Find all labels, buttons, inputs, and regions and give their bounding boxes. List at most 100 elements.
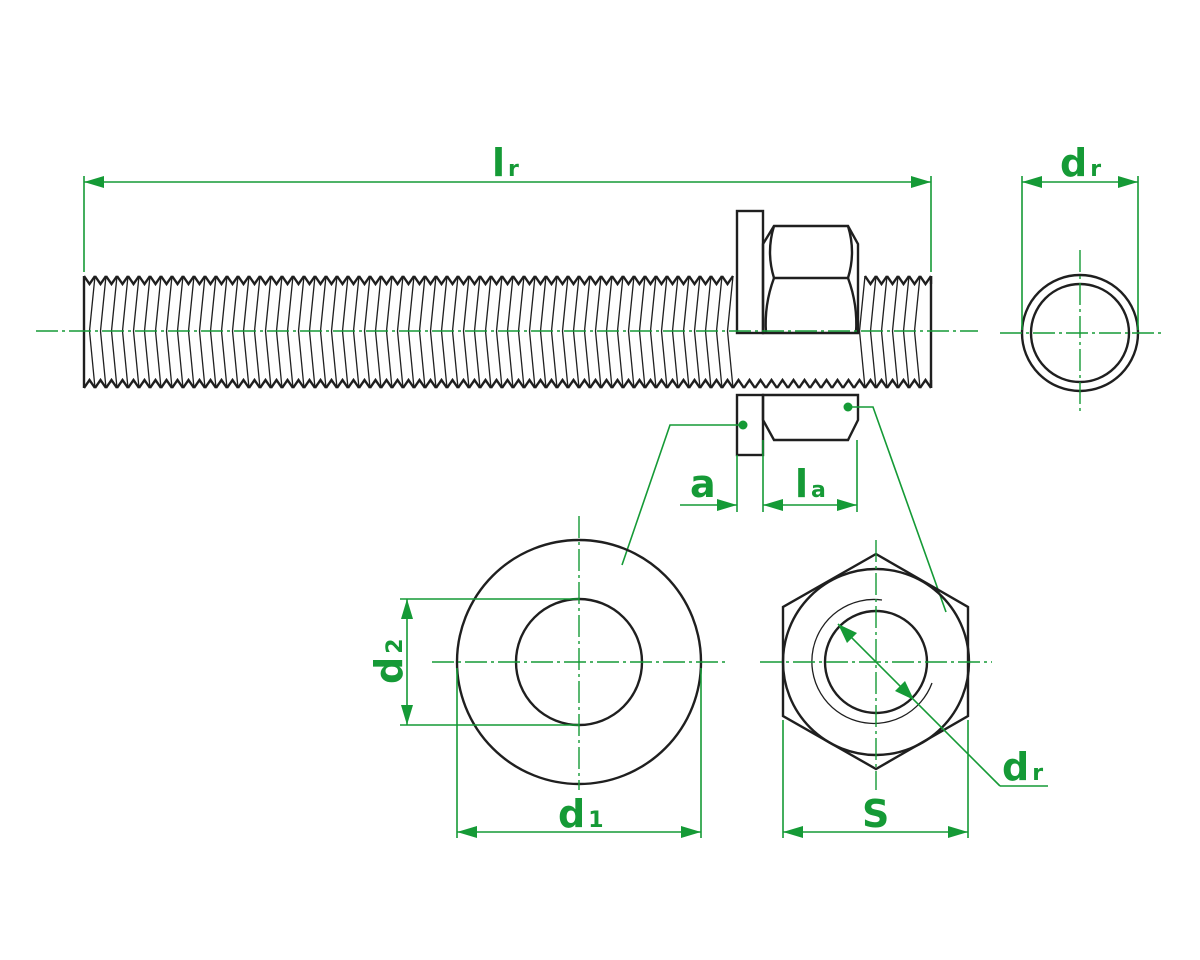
leader-lines [621, 402, 947, 613]
dr-nut-dimension-line [837, 623, 1001, 787]
thread-line [869, 330, 877, 389]
thread-line [550, 275, 558, 332]
thread-line [726, 275, 734, 332]
thread-line [352, 330, 360, 389]
thread-line [539, 330, 547, 389]
thread-line [616, 275, 624, 332]
thread-line [352, 275, 360, 332]
threaded-rod [82, 275, 933, 389]
thread-line [440, 275, 448, 332]
thread-line [902, 275, 910, 332]
thread-line [275, 330, 283, 389]
thread-line [374, 330, 382, 389]
thread-line [473, 275, 481, 332]
thread-line [649, 330, 657, 389]
thread-line [407, 275, 415, 332]
s-arrow-right-icon [948, 826, 968, 838]
lr-arrow-right-icon [911, 176, 931, 188]
nut-hexagon [781, 552, 970, 771]
lr-arrow-left-icon [84, 176, 104, 188]
thread-line [198, 275, 206, 332]
thread-line [495, 275, 503, 332]
thread-line [682, 330, 690, 389]
thread-line [231, 275, 239, 332]
rod-thread-crest-bottom [83, 377, 933, 389]
thread-line [671, 330, 679, 389]
thread-line [704, 330, 712, 389]
thread-line [660, 330, 668, 389]
thread-line [341, 330, 349, 389]
thread-line [484, 330, 492, 389]
thread-line [440, 330, 448, 389]
nut-leader [848, 406, 947, 613]
thread-line [858, 275, 866, 332]
thread-line [572, 275, 580, 332]
thread-line [451, 330, 459, 389]
thread-line [154, 330, 162, 389]
thread-line [506, 275, 514, 332]
thread-line [913, 330, 921, 389]
thread-line [880, 330, 888, 389]
nut-face-arc-left [768, 225, 776, 279]
nut-leader-dot-icon [843, 402, 853, 412]
thread-line [165, 275, 173, 332]
thread-line [539, 275, 547, 332]
thread-line [308, 330, 316, 389]
thread-line [429, 275, 437, 332]
thread-line [88, 275, 96, 332]
thread-line [220, 275, 228, 332]
thread-line [286, 275, 294, 332]
thread-line [616, 330, 624, 389]
thread-line [264, 330, 272, 389]
rod-thread-crest-top [83, 275, 933, 287]
thread-line [286, 330, 294, 389]
thread-line [154, 275, 162, 332]
thread-line [308, 275, 316, 332]
thread-line [110, 275, 118, 332]
dr-arrow-left-icon [1022, 176, 1042, 188]
d1-arrow-left-icon [457, 826, 477, 838]
washer-leader [621, 424, 743, 566]
thread-line [594, 275, 602, 332]
thread-line [88, 330, 96, 389]
thread-line [220, 330, 228, 389]
thread-line [132, 330, 140, 389]
thread-line [660, 275, 668, 332]
thread-line [693, 275, 701, 332]
thread-line [264, 275, 272, 332]
thread-line [121, 275, 129, 332]
la-arrow-right-icon [837, 499, 857, 511]
thread-line [638, 275, 646, 332]
thread-line [638, 330, 646, 389]
thread-line [704, 275, 712, 332]
washer-leader-dot-icon [738, 420, 748, 430]
thread-line [176, 275, 184, 332]
s-label: S [862, 792, 889, 836]
thread-line [385, 275, 393, 332]
thread-line [330, 275, 338, 332]
thread-line [693, 330, 701, 389]
thread-line [671, 275, 679, 332]
thread-line [121, 330, 129, 389]
thread-line [682, 275, 690, 332]
thread-line [462, 275, 470, 332]
thread-line [517, 330, 525, 389]
thread-line [726, 330, 734, 389]
thread-line [143, 330, 151, 389]
thread-line [627, 275, 635, 332]
thread-line [605, 275, 613, 332]
thread-line [143, 275, 151, 332]
thread-line [858, 330, 866, 389]
thread-line [561, 275, 569, 332]
thread-line [209, 330, 217, 389]
thread-line [902, 330, 910, 389]
thread-line [231, 330, 239, 389]
thread-line [451, 275, 459, 332]
dr-nut-arrow-upper-icon [838, 624, 857, 643]
nut-side-view [761, 224, 860, 442]
thread-line [374, 275, 382, 332]
